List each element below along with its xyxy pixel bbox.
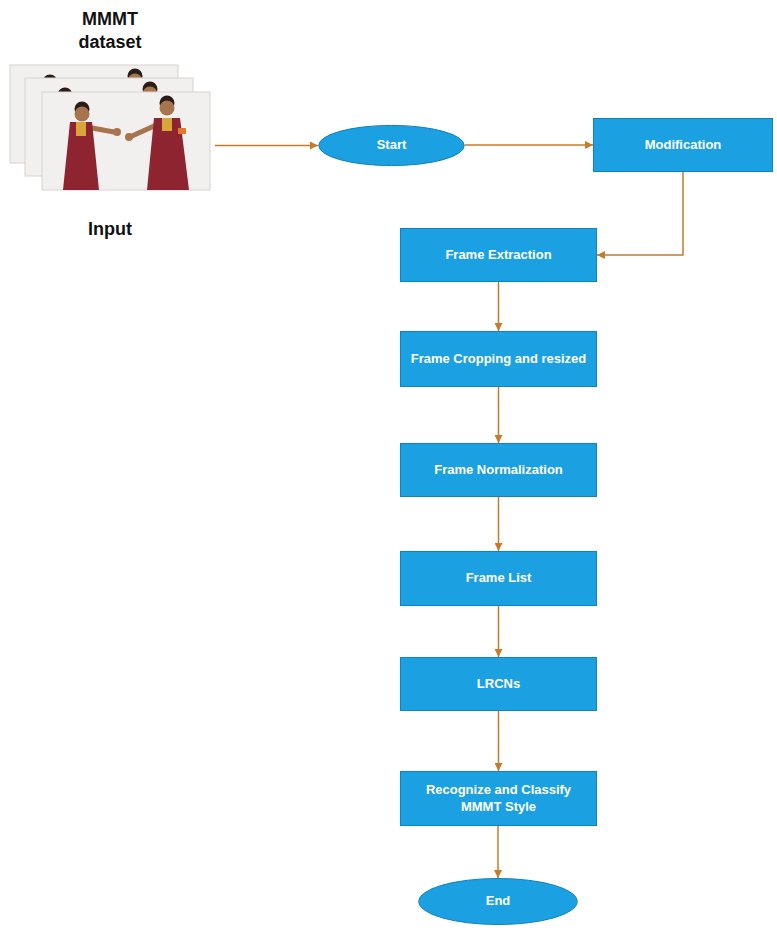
flow-arrow bbox=[498, 387, 500, 443]
start-terminal: Start bbox=[318, 125, 465, 166]
ellipse-shape bbox=[319, 125, 465, 165]
process-box: LRCNs bbox=[400, 657, 597, 711]
flow-arrow bbox=[498, 282, 500, 331]
node-label: Recognize and Classify MMMT Style bbox=[408, 782, 589, 816]
node-label: Start bbox=[377, 137, 407, 154]
flow-arrow bbox=[215, 145, 318, 147]
node-label: Frame List bbox=[466, 570, 532, 587]
photo-front bbox=[42, 92, 210, 190]
flow-arrow bbox=[498, 497, 500, 551]
dataset-heading: MMMT dataset bbox=[54, 8, 166, 53]
flow-arrow bbox=[497, 826, 499, 878]
node-label: Frame Extraction bbox=[445, 247, 551, 264]
node-label: End bbox=[486, 893, 511, 910]
process-box: Recognize and Classify MMMT Style bbox=[400, 771, 597, 826]
process-box: Frame Extraction bbox=[400, 228, 597, 282]
input-dataset: MMMT datasetInput bbox=[5, 8, 215, 240]
node-label: LRCNs bbox=[477, 676, 520, 693]
node-label: Modification bbox=[645, 137, 722, 154]
ellipse-shape bbox=[419, 878, 577, 924]
input-caption: Input bbox=[88, 218, 132, 241]
flow-arrow bbox=[498, 606, 500, 657]
node-label: Frame Cropping and resized bbox=[411, 351, 587, 368]
process-box: Frame Cropping and resized bbox=[400, 331, 597, 387]
process-box: Frame List bbox=[400, 551, 597, 606]
end-terminal: End bbox=[418, 878, 578, 925]
flow-arrow bbox=[498, 711, 500, 771]
process-box: Frame Normalization bbox=[400, 443, 597, 497]
process-box: Modification bbox=[593, 118, 773, 172]
node-label: Frame Normalization bbox=[434, 462, 563, 479]
flow-arrow bbox=[597, 172, 683, 255]
flow-arrow bbox=[465, 144, 593, 146]
